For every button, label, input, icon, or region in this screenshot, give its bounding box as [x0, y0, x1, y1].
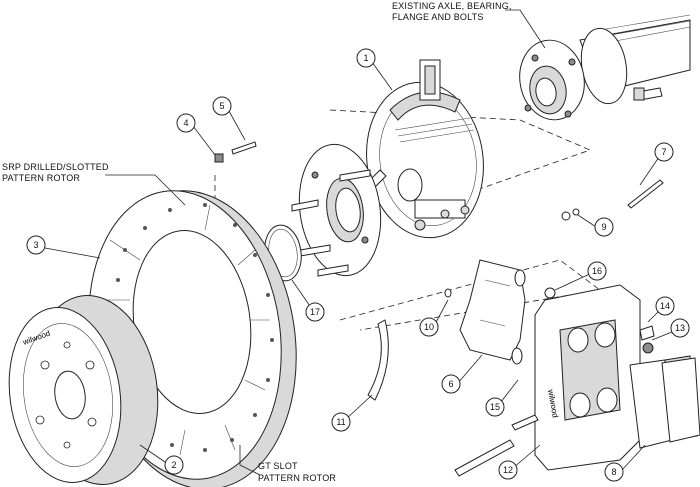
- callout-7: 7: [654, 142, 674, 162]
- svg-text:16: 16: [592, 266, 602, 276]
- text-labels: EXISTING AXLE, BEARING, FLANGE AND BOLTS…: [2, 1, 512, 483]
- callout-8: 8: [604, 462, 624, 482]
- svg-text:12: 12: [503, 465, 513, 475]
- svg-text:11: 11: [336, 417, 345, 427]
- svg-text:10: 10: [424, 322, 434, 332]
- callout-16: 16: [587, 261, 607, 281]
- callout-17: 17: [305, 302, 325, 322]
- callout-15: 15: [485, 397, 505, 417]
- svg-text:5: 5: [219, 101, 224, 111]
- label-gt-rotor-line2: PATTERN ROTOR: [258, 473, 336, 483]
- label-srp-rotor-line2: PATTERN ROTOR: [2, 173, 80, 183]
- callout-14: 14: [655, 296, 675, 316]
- rotor-hat-drum: wilwood: [8, 295, 159, 485]
- callout-1: 1: [356, 48, 376, 68]
- label-existing-axle-line2: FLANGE AND BOLTS: [392, 12, 484, 22]
- axle-flange-assembly: [519, 14, 691, 121]
- svg-text:14: 14: [660, 301, 670, 311]
- parking-brake-backing-plate: [359, 59, 484, 239]
- leader-lines: [44, 9, 678, 476]
- callout-10: 10: [419, 317, 439, 337]
- svg-text:9: 9: [601, 222, 606, 232]
- svg-text:8: 8: [611, 467, 616, 477]
- callout-2: 2: [164, 455, 184, 475]
- svg-text:3: 3: [33, 240, 38, 250]
- callout-4: 4: [176, 113, 196, 133]
- label-existing-axle-line1: EXISTING AXLE, BEARING,: [392, 1, 512, 11]
- callout-13: 13: [670, 318, 690, 338]
- callout-3: 3: [26, 235, 46, 255]
- label-srp-rotor-line1: SRP DRILLED/SLOTTED: [2, 162, 109, 172]
- callout-12: 12: [498, 460, 518, 480]
- callout-6: 6: [441, 374, 461, 394]
- svg-text:1: 1: [363, 53, 368, 63]
- label-gt-rotor-line1: GT SLOT: [258, 461, 298, 471]
- hardware: [214, 141, 664, 477]
- svg-text:4: 4: [183, 118, 188, 128]
- callout-11: 11: [331, 412, 351, 432]
- brake-pads: [629, 355, 700, 449]
- svg-text:13: 13: [675, 323, 685, 333]
- brake-caliper: wilwood: [534, 284, 641, 471]
- callout-bubbles: 1 2 3 4 5 6 7 8 9 10 11 12 13 14 15 16 1…: [26, 48, 690, 482]
- svg-text:6: 6: [448, 379, 453, 389]
- svg-text:7: 7: [661, 147, 666, 157]
- svg-text:15: 15: [490, 402, 500, 412]
- svg-text:17: 17: [310, 307, 320, 317]
- hub-adapter-plate: [291, 143, 382, 277]
- caliper-bracket: [459, 259, 526, 365]
- callout-5: 5: [212, 96, 232, 116]
- svg-text:2: 2: [171, 460, 176, 470]
- callout-9: 9: [594, 217, 614, 237]
